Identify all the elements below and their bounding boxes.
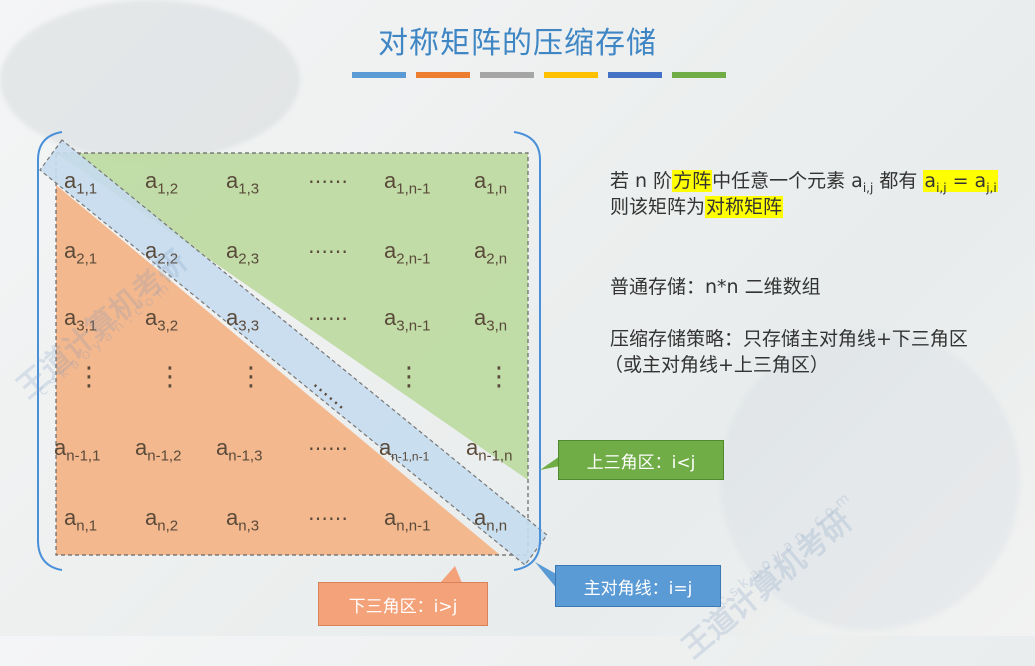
matrix-element: an,n bbox=[474, 505, 507, 534]
element-subscript: n-1,1 bbox=[66, 447, 100, 464]
element-base: a bbox=[384, 168, 396, 193]
strategy-text-line1: 压缩存储策略：只存储主对角线+下三角区 bbox=[610, 324, 968, 351]
element-subscript: n,2 bbox=[157, 517, 178, 534]
element-subscript: 1,2 bbox=[157, 180, 178, 197]
element-subscript: n-1,n-1 bbox=[391, 449, 429, 463]
element-base: a bbox=[474, 305, 486, 330]
element-subscript: 1,n bbox=[486, 180, 507, 197]
element-base: a bbox=[226, 305, 238, 330]
symmetric-definition-line1: 若 n 阶方阵中任意一个元素 ai,j 都有 ai,j = aj,i bbox=[610, 166, 998, 195]
ellipsis-horizontal: …… bbox=[308, 234, 348, 258]
lower-callout-tail bbox=[440, 566, 462, 583]
matrix-element: a3,n bbox=[474, 305, 507, 334]
matrix-element: an,2 bbox=[145, 505, 178, 534]
element-subscript: n-1,3 bbox=[228, 447, 262, 464]
matrix-element: an-1,n bbox=[466, 435, 512, 464]
def-text: 则该矩阵为 bbox=[610, 196, 705, 218]
element-subscript: n-1,2 bbox=[147, 447, 181, 464]
matrix-element: a2,1 bbox=[64, 238, 97, 267]
element-base: a bbox=[226, 238, 238, 263]
ellipsis-vertical: ⋮ bbox=[238, 362, 264, 392]
element-subscript: n,n-1 bbox=[396, 517, 430, 534]
matrix-element: a2,3 bbox=[226, 238, 259, 267]
element-base: a bbox=[384, 505, 396, 530]
element-subscript: 2,3 bbox=[238, 250, 259, 267]
matrix-element: a1,1 bbox=[64, 168, 97, 197]
matrix-element: an,1 bbox=[64, 505, 97, 534]
element-subscript: 1,3 bbox=[238, 180, 259, 197]
eq-subscript: j,i bbox=[986, 181, 996, 195]
strategy-text-line2: （或主对角线+上三角区） bbox=[604, 350, 829, 377]
ellipsis-horizontal: …… bbox=[308, 501, 348, 525]
element-base: a bbox=[474, 505, 486, 530]
upper-callout-tail bbox=[540, 456, 560, 470]
matrix-element: an-1,2 bbox=[135, 435, 181, 464]
element-subscript: n-1,n bbox=[478, 447, 512, 464]
element-base: a bbox=[474, 168, 486, 193]
element-base: a bbox=[379, 435, 391, 460]
element-base: a bbox=[226, 505, 238, 530]
matrix-element: an-1,n-1 bbox=[379, 435, 429, 463]
element-subscript: n,3 bbox=[238, 517, 259, 534]
element-base: a bbox=[135, 435, 147, 460]
element-subscript: n,1 bbox=[76, 517, 97, 534]
element-base: a bbox=[64, 238, 76, 263]
matrix-element: an,3 bbox=[226, 505, 259, 534]
matrix-element: a2,n bbox=[474, 238, 507, 267]
eq-text: = a bbox=[947, 170, 987, 192]
element-subscript: 3,n bbox=[486, 317, 507, 334]
matrix-element: a1,3 bbox=[226, 168, 259, 197]
symmetric-definition-line2: 则该矩阵为对称矩阵 bbox=[610, 192, 783, 219]
ellipsis-horizontal: …… bbox=[308, 301, 348, 325]
highlight-symmetric-matrix: 对称矩阵 bbox=[705, 196, 783, 218]
matrix-element: a2,n-1 bbox=[384, 238, 430, 267]
ellipsis-horizontal: …… bbox=[308, 164, 348, 188]
highlight-square-matrix: 方阵 bbox=[672, 170, 712, 192]
matrix-element: an-1,1 bbox=[54, 435, 100, 464]
element-subscript: 2,1 bbox=[76, 250, 97, 267]
element-base: a bbox=[474, 238, 486, 263]
element-base: a bbox=[466, 435, 478, 460]
highlight-equation: ai,j = aj,i bbox=[923, 170, 997, 192]
def-text: 中任意一个元素 a bbox=[712, 170, 863, 192]
matrix-element: a3,n-1 bbox=[384, 305, 430, 334]
element-subscript: 2,n-1 bbox=[396, 250, 430, 267]
def-text: 都有 bbox=[873, 170, 923, 192]
upper-triangle-callout: 上三角区：i<j bbox=[558, 440, 724, 480]
def-subscript: i,j bbox=[863, 181, 873, 195]
main-diagonal-callout: 主对角线：i=j bbox=[555, 565, 721, 607]
element-base: a bbox=[384, 305, 396, 330]
element-subscript: 2,n bbox=[486, 250, 507, 267]
element-base: a bbox=[145, 168, 157, 193]
matrix-element: an-1,3 bbox=[216, 435, 262, 464]
element-subscript: n,n bbox=[486, 517, 507, 534]
ellipsis-horizontal: …… bbox=[308, 431, 348, 455]
element-subscript: 1,1 bbox=[76, 180, 97, 197]
element-base: a bbox=[226, 168, 238, 193]
matrix-element: a1,n bbox=[474, 168, 507, 197]
matrix-element: a3,3 bbox=[226, 305, 259, 334]
element-subscript: 1,n-1 bbox=[396, 180, 430, 197]
ellipsis-vertical: ⋮ bbox=[486, 362, 512, 392]
element-base: a bbox=[145, 505, 157, 530]
matrix-element: an,n-1 bbox=[384, 505, 430, 534]
element-base: a bbox=[384, 238, 396, 263]
ellipsis-vertical: ⋮ bbox=[157, 362, 183, 392]
element-subscript: 3,n-1 bbox=[396, 317, 430, 334]
def-text: 若 n 阶 bbox=[610, 170, 672, 192]
element-base: a bbox=[216, 435, 228, 460]
element-subscript: 3,3 bbox=[238, 317, 259, 334]
eq-subscript: i,j bbox=[936, 181, 946, 195]
element-subscript: 3,2 bbox=[157, 317, 178, 334]
ellipsis-vertical: ⋮ bbox=[396, 362, 422, 392]
element-base: a bbox=[54, 435, 66, 460]
matrix-element: a1,2 bbox=[145, 168, 178, 197]
element-base: a bbox=[64, 505, 76, 530]
lower-triangle-callout: 下三角区：i>j bbox=[318, 582, 488, 626]
matrix-element: a1,n-1 bbox=[384, 168, 430, 197]
eq-text: a bbox=[924, 170, 936, 192]
element-base: a bbox=[64, 168, 76, 193]
normal-storage-text: 普通存储：n*n 二维数组 bbox=[610, 272, 821, 299]
